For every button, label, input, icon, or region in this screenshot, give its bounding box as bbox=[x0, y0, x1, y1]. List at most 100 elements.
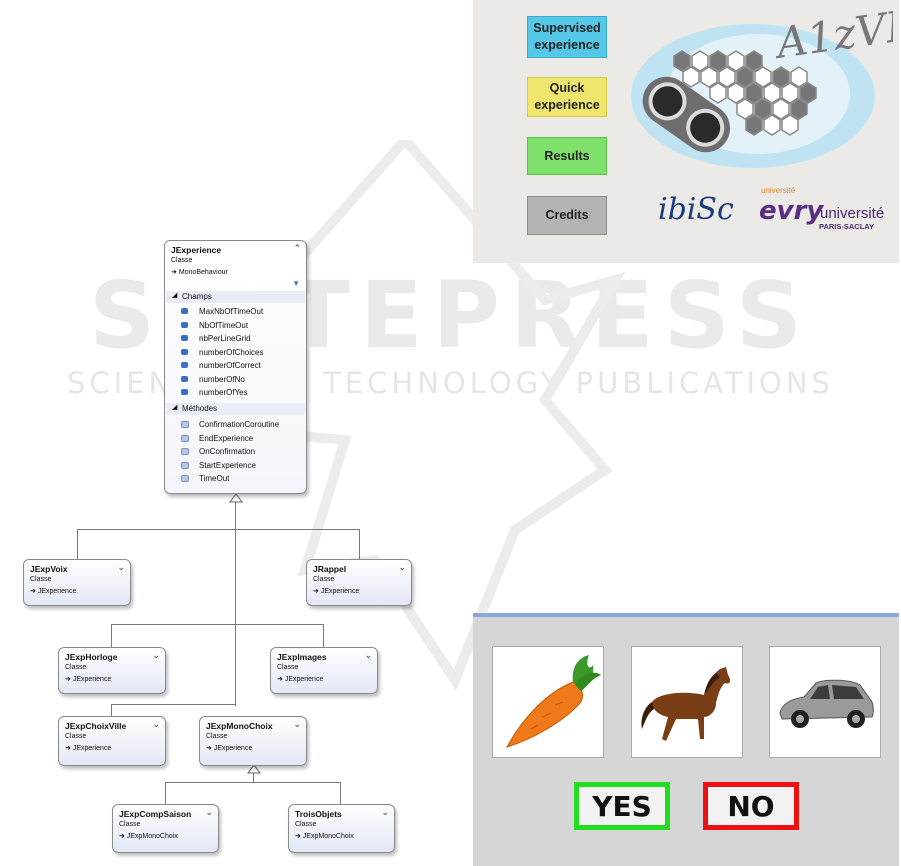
results-button[interactable]: Results bbox=[527, 137, 607, 175]
class-jexpvoix[interactable]: JExpVoix Classe ➜ JExperience ⌄ bbox=[23, 559, 131, 606]
svg-text:A1zVR: A1zVR bbox=[770, 6, 893, 68]
method-item: OnConfirmation bbox=[199, 447, 256, 456]
class-name: JExpHorloge bbox=[65, 652, 118, 662]
class-base: ➜ JExperience bbox=[30, 588, 77, 595]
credits-button[interactable]: Credits bbox=[527, 196, 607, 235]
connector bbox=[235, 500, 236, 706]
class-name: JExpMonoChoix bbox=[206, 721, 273, 731]
class-jexphorloge[interactable]: JExpHorloge Classe ➜ JExperience ⌄ bbox=[58, 647, 166, 694]
expand-icon[interactable]: ⌄ bbox=[152, 650, 160, 660]
field-item: numberOfYes bbox=[199, 388, 248, 397]
connector bbox=[77, 529, 78, 559]
class-stereotype: Classe bbox=[30, 576, 52, 583]
class-troisobjets[interactable]: TroisObjets Classe ➜ JExpMonoChoix ⌄ bbox=[288, 804, 395, 853]
class-stereotype: Classe bbox=[277, 664, 299, 671]
connector bbox=[359, 529, 360, 559]
car-icon bbox=[779, 679, 874, 728]
expand-icon[interactable]: ⌄ bbox=[117, 562, 125, 572]
inheritance-arrow bbox=[247, 764, 261, 774]
class-jexperience[interactable]: JExperience Classe ➜ MonoBehaviour ⌃ ▼ ◢… bbox=[164, 240, 307, 494]
connector bbox=[77, 529, 360, 530]
watermark-outline bbox=[229, 140, 626, 691]
choice-card-car[interactable] bbox=[769, 646, 881, 758]
class-stereotype: Classe bbox=[295, 821, 317, 828]
expand-icon[interactable]: ⌄ bbox=[398, 562, 406, 572]
class-name: JExperience bbox=[171, 245, 222, 255]
class-stereotype: Classe bbox=[313, 576, 335, 583]
class-jexpcompsaison[interactable]: JExpCompSaison Classe ➜ JExpMonoChoix ⌄ bbox=[112, 804, 219, 853]
a1zvr-logo: A1zVR bbox=[631, 6, 893, 168]
connector bbox=[111, 704, 112, 716]
method-item: ConfirmationCoroutine bbox=[199, 420, 280, 429]
expand-icon[interactable]: ⌄ bbox=[381, 807, 389, 817]
evry-logo: evry bbox=[759, 196, 824, 226]
field-item: MaxNbOfTimeOut bbox=[199, 307, 264, 316]
field-item: numberOfChoices bbox=[199, 348, 264, 357]
evry-tag: université bbox=[761, 186, 796, 195]
methods-section-header[interactable]: ◢Méthodes bbox=[166, 403, 305, 415]
fields-section-header[interactable]: ◢Champs bbox=[166, 291, 305, 303]
class-base: ➜ JExpMonoChoix bbox=[119, 833, 178, 840]
class-jexpchoixville[interactable]: JExpChoixVille Classe ➜ JExperience ⌄ bbox=[58, 716, 166, 766]
expand-icon[interactable]: ⌄ bbox=[205, 807, 213, 817]
connector bbox=[111, 624, 112, 647]
field-icon bbox=[181, 376, 188, 382]
connector bbox=[253, 772, 254, 782]
field-icon bbox=[181, 389, 188, 395]
class-name: TroisObjets bbox=[295, 809, 342, 819]
class-name: JExpImages bbox=[277, 652, 327, 662]
method-item: TimeOut bbox=[199, 474, 230, 483]
class-base: ➜ JExperience bbox=[313, 588, 360, 595]
expand-icon[interactable]: ⌄ bbox=[293, 719, 301, 729]
field-item: numberOfNo bbox=[199, 375, 245, 384]
class-stereotype: Classe bbox=[206, 733, 228, 740]
class-jexpimages[interactable]: JExpImages Classe ➜ JExperience ⌄ bbox=[270, 647, 378, 694]
carrot-icon bbox=[505, 655, 601, 748]
class-base: ➜ JExperience bbox=[277, 676, 324, 683]
class-jrappel[interactable]: JRappel Classe ➜ JExperience ⌄ bbox=[306, 559, 412, 606]
class-stereotype: Classe bbox=[119, 821, 141, 828]
choice-card-horse[interactable] bbox=[631, 646, 743, 758]
expand-icon: ◢ bbox=[172, 404, 178, 411]
class-stereotype: Classe bbox=[65, 664, 87, 671]
horse-icon bbox=[641, 667, 731, 741]
class-name: JExpChoixVille bbox=[65, 721, 127, 731]
method-icon bbox=[181, 462, 189, 469]
field-icon bbox=[181, 349, 188, 355]
expand-icon[interactable]: ⌄ bbox=[364, 650, 372, 660]
connector bbox=[111, 704, 235, 705]
expand-icon[interactable]: ⌄ bbox=[152, 719, 160, 729]
class-base: ➜ JExpMonoChoix bbox=[295, 833, 354, 840]
class-base: ➜ MonoBehaviour bbox=[171, 269, 228, 276]
field-item: numberOfCorrect bbox=[199, 361, 261, 370]
field-icon bbox=[181, 308, 188, 314]
connector bbox=[165, 782, 166, 804]
method-icon bbox=[181, 448, 189, 455]
class-stereotype: Classe bbox=[171, 257, 193, 264]
class-name: JRappel bbox=[313, 564, 347, 574]
connector bbox=[323, 624, 324, 647]
field-item: NbOfTimeOut bbox=[199, 321, 249, 330]
connector bbox=[165, 782, 341, 783]
field-icon bbox=[181, 322, 188, 328]
collapse-icon[interactable]: ⌃ bbox=[293, 243, 301, 253]
class-base: ➜ JExperience bbox=[65, 676, 112, 683]
choice-card-carrot[interactable] bbox=[492, 646, 604, 758]
paris-saclay-logo-top: université bbox=[820, 205, 885, 222]
method-item: EndExperience bbox=[199, 434, 254, 443]
yes-button[interactable]: YES bbox=[574, 782, 670, 830]
class-name: JExpCompSaison bbox=[119, 809, 192, 819]
expand-icon: ◢ bbox=[172, 292, 178, 299]
no-button[interactable]: NO bbox=[703, 782, 799, 830]
class-jexpmonochoix[interactable]: JExpMonoChoix Classe ➜ JExperience ⌄ bbox=[199, 716, 307, 766]
connector bbox=[340, 782, 341, 804]
class-stereotype: Classe bbox=[65, 733, 87, 740]
paris-saclay-logo-bottom: PARIS-SACLAY bbox=[819, 222, 875, 231]
field-icon bbox=[181, 335, 188, 341]
filter-icon[interactable]: ▼ bbox=[292, 279, 300, 288]
method-icon bbox=[181, 421, 189, 428]
inheritance-arrow bbox=[229, 493, 243, 503]
